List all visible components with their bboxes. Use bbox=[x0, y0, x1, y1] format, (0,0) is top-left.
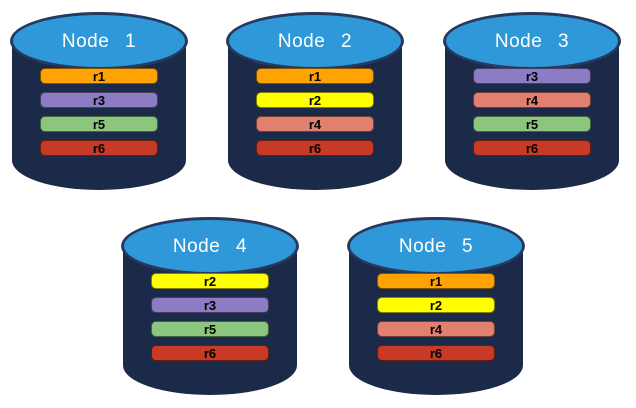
replica-list: r1 r3 r5 r6 bbox=[40, 68, 158, 156]
node-4: Node 4 r2 r3 r5 r6 bbox=[121, 217, 299, 395]
node-2: Node 2 r1 r2 r4 r6 bbox=[226, 12, 404, 190]
replica-list: r1 r2 r4 r6 bbox=[377, 273, 495, 361]
replica-bar: r5 bbox=[473, 116, 591, 132]
cylinder-top: Node 5 bbox=[347, 217, 525, 275]
node-1: Node 1 r1 r3 r5 r6 bbox=[10, 12, 188, 190]
node-label: Node 5 bbox=[398, 235, 474, 257]
replica-bar: r2 bbox=[151, 273, 269, 289]
cylinder-top: Node 1 bbox=[10, 12, 188, 70]
replica-bar: r2 bbox=[256, 92, 374, 108]
replica-list: r1 r2 r4 r6 bbox=[256, 68, 374, 156]
replica-bar: r1 bbox=[377, 273, 495, 289]
node-label: Node 1 bbox=[61, 30, 137, 52]
node-label: Node 3 bbox=[494, 30, 570, 52]
cylinder-top: Node 2 bbox=[226, 12, 404, 70]
replica-bar: r5 bbox=[40, 116, 158, 132]
replica-bar: r6 bbox=[473, 140, 591, 156]
replica-bar: r6 bbox=[256, 140, 374, 156]
replica-bar: r6 bbox=[151, 345, 269, 361]
replica-bar: r3 bbox=[473, 68, 591, 84]
replica-bar: r4 bbox=[377, 321, 495, 337]
replica-bar: r6 bbox=[377, 345, 495, 361]
replica-bar: r1 bbox=[40, 68, 158, 84]
replica-list: r2 r3 r5 r6 bbox=[151, 273, 269, 361]
cylinder-top: Node 3 bbox=[443, 12, 621, 70]
replica-bar: r5 bbox=[151, 321, 269, 337]
replica-bar: r4 bbox=[256, 116, 374, 132]
node-5: Node 5 r1 r2 r4 r6 bbox=[347, 217, 525, 395]
node-label: Node 4 bbox=[172, 235, 248, 257]
replica-bar: r1 bbox=[256, 68, 374, 84]
replica-bar: r3 bbox=[151, 297, 269, 313]
cylinder-top: Node 4 bbox=[121, 217, 299, 275]
replica-bar: r3 bbox=[40, 92, 158, 108]
node-label: Node 2 bbox=[277, 30, 353, 52]
replica-bar: r2 bbox=[377, 297, 495, 313]
replica-list: r3 r4 r5 r6 bbox=[473, 68, 591, 156]
node-3: Node 3 r3 r4 r5 r6 bbox=[443, 12, 621, 190]
replica-bar: r6 bbox=[40, 140, 158, 156]
replica-bar: r4 bbox=[473, 92, 591, 108]
